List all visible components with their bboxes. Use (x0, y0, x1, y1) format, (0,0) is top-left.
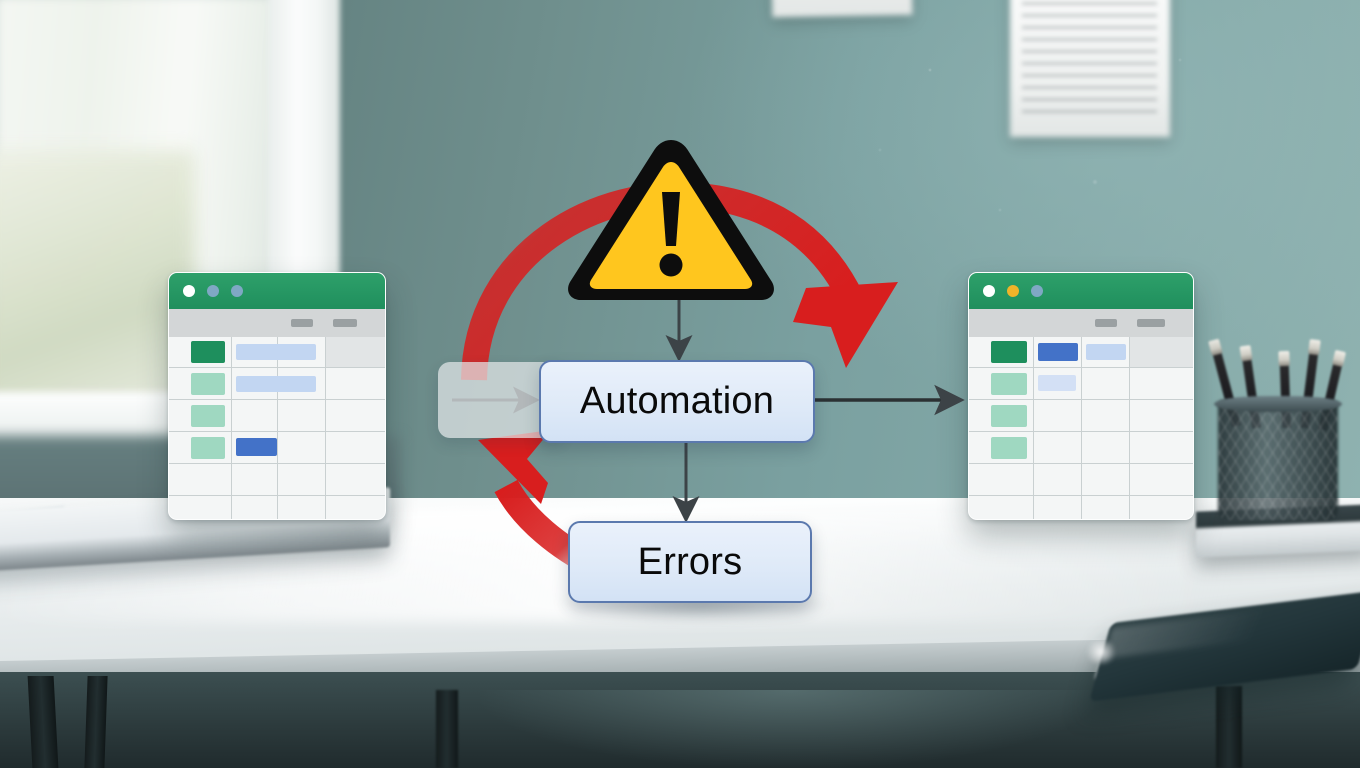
header-cell[interactable] (991, 341, 1027, 363)
grid-shaded-header (325, 337, 385, 367)
row-label-cell[interactable] (991, 405, 1027, 427)
spreadsheet-titlebar (969, 273, 1193, 309)
window-dot-2[interactable] (1007, 285, 1019, 297)
floor-light (480, 690, 1100, 768)
grid-line-v (277, 337, 278, 519)
toolbar-chip-2[interactable] (333, 319, 357, 327)
spreadsheet-grid[interactable] (969, 337, 1193, 519)
row-label-cell[interactable] (191, 373, 225, 395)
grid-line-v (325, 337, 326, 519)
pencil-cup (1218, 400, 1338, 520)
pencil-cup-mesh (1218, 400, 1338, 520)
node-errors-label: Errors (637, 540, 743, 583)
node-errors[interactable]: Errors (568, 521, 812, 603)
header-cell[interactable] (191, 341, 225, 363)
spreadsheet-toolbar[interactable] (169, 309, 385, 337)
window-dot-3[interactable] (1031, 285, 1043, 297)
row-label-cell[interactable] (991, 373, 1027, 395)
desk-highlight (1084, 640, 1118, 664)
window-dot-3[interactable] (231, 285, 243, 297)
wall-paper-text-lines (1022, 0, 1157, 120)
row-label-cell[interactable] (191, 437, 225, 459)
grid-line-v (1033, 337, 1034, 519)
toolbar-chip-1[interactable] (291, 319, 313, 327)
spreadsheet-grid[interactable] (169, 337, 385, 519)
window-dot-1[interactable] (983, 285, 995, 297)
spreadsheet-titlebar (169, 273, 385, 309)
data-cell-selected[interactable] (236, 438, 277, 456)
desk-leg-mid (436, 690, 458, 768)
warning-triangle-icon[interactable] (562, 134, 780, 304)
toolbar-chip-2[interactable] (1137, 319, 1165, 327)
grid-line-v (231, 337, 232, 519)
grid-line-v (1129, 337, 1130, 519)
source-spreadsheet-window[interactable] (168, 272, 386, 520)
row-label-cell[interactable] (991, 437, 1027, 459)
data-cell[interactable] (1086, 344, 1126, 360)
grid-shaded-header (1129, 337, 1193, 367)
pencil-cup-rim (1214, 396, 1342, 412)
data-cell[interactable] (236, 344, 316, 360)
data-cell[interactable] (1038, 375, 1076, 391)
data-cell-selected[interactable] (1038, 343, 1078, 361)
result-spreadsheet-window[interactable] (968, 272, 1194, 520)
node-automation-label: Automation (579, 380, 775, 422)
data-cell[interactable] (236, 376, 316, 392)
spreadsheet-toolbar[interactable] (969, 309, 1193, 337)
window-dot-2[interactable] (207, 285, 219, 297)
window-dot-1[interactable] (183, 285, 195, 297)
toolbar-chip-1[interactable] (1095, 319, 1117, 327)
row-label-cell[interactable] (191, 405, 225, 427)
desk-leg-right (1216, 686, 1242, 768)
grid-line-v (1081, 337, 1082, 519)
wall-paper-right (1010, 0, 1170, 137)
node-automation[interactable]: Automation (539, 360, 815, 443)
